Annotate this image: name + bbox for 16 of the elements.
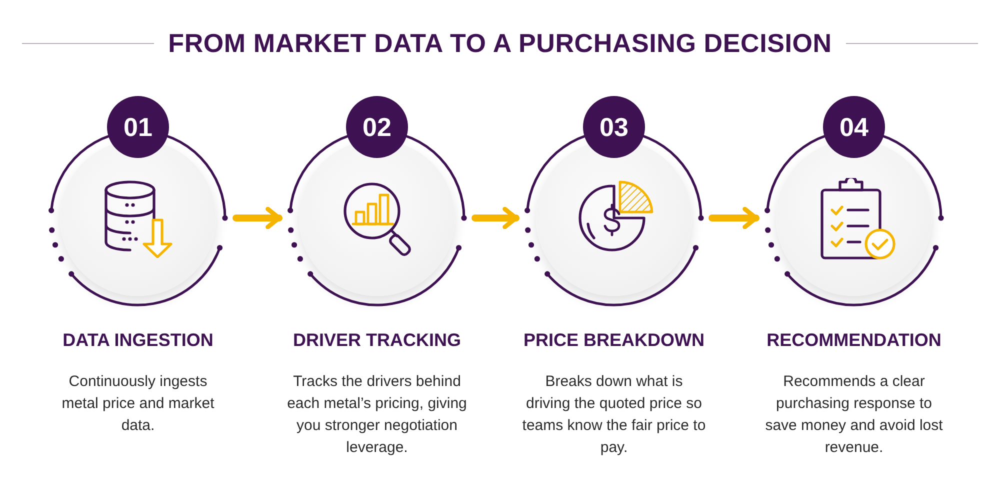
step-number: 04 [823, 96, 885, 158]
step-number: 01 [107, 96, 169, 158]
arrow [232, 206, 282, 230]
step-number: 03 [583, 96, 645, 158]
step-description: Recommends a clear purchasing response to save money and avoid lost revenue. [764, 372, 944, 458]
diagram-title: FROM MARKET DATA TO A PURCHASING DECISION [168, 28, 832, 59]
step-title: RECOMMENDATION [766, 330, 942, 351]
step-title: PRICE BREAKDOWN [523, 330, 704, 351]
step-title: DRIVER TRACKING [292, 330, 461, 351]
arrow [708, 206, 760, 230]
arrow [472, 206, 520, 230]
step-description: Breaks down what is driving the quoted price so teams know the fair price to pay. [522, 372, 706, 458]
step-description: Tracks the drivers behind each metal’s pricing, giving you stronger negotiation leverage. [286, 372, 468, 458]
step-title: DATA INGESTION [62, 330, 214, 351]
step-description: Continuously ingests metal price and market data. [60, 372, 216, 436]
step-number: 02 [346, 96, 408, 158]
